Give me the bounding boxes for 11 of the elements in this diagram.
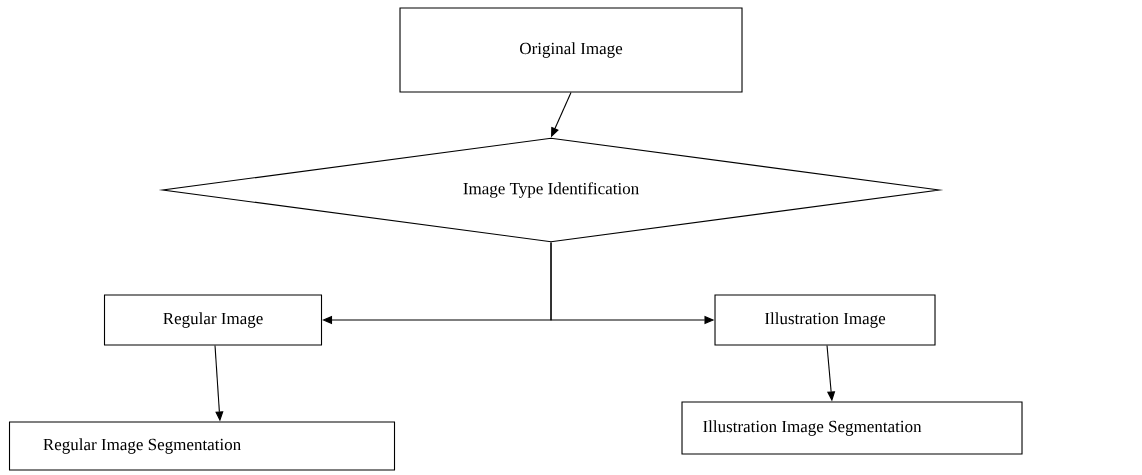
process-box bbox=[8, 421, 396, 471]
process-box bbox=[714, 294, 936, 346]
node-text: Image Type Identification bbox=[463, 182, 639, 198]
node-text: Illustration Image bbox=[764, 312, 886, 328]
process-box bbox=[399, 7, 743, 93]
process-box bbox=[103, 294, 323, 346]
node-text: Original Image bbox=[520, 42, 623, 58]
process-box bbox=[681, 401, 1023, 455]
node-text: Regular Image Segmentation bbox=[43, 438, 241, 454]
node-text: Regular Image bbox=[163, 312, 263, 328]
node-text: Illustration Image Segmentation bbox=[703, 420, 922, 436]
